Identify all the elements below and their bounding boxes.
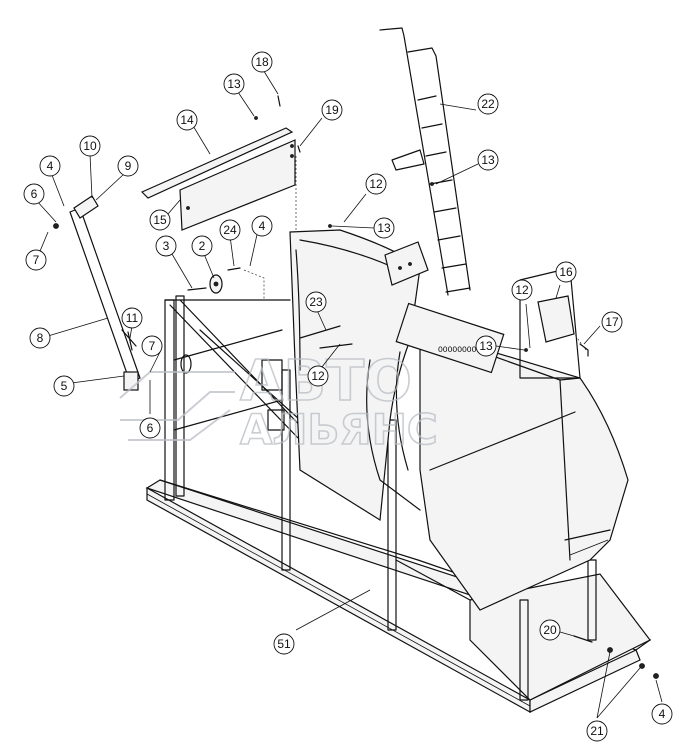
svg-text:13: 13 [481,153,495,167]
callout-12: 12 [365,173,387,195]
svg-text:13: 13 [479,339,493,353]
svg-text:OOOOOOOO: OOOOOOOO [438,346,477,355]
svg-text:13: 13 [227,77,241,91]
callout-3: 3 [155,235,177,257]
svg-text:23: 23 [309,295,323,309]
small-parts [127,95,659,679]
callout-6: 6 [139,417,161,439]
callout-16: 16 [555,261,577,283]
callout-13: 13 [475,335,497,357]
callout-11: 11 [121,307,143,329]
svg-text:9: 9 [125,159,132,173]
callout-2: 2 [191,235,213,257]
svg-text:4: 4 [47,159,54,173]
callout-4: 4 [251,215,273,237]
callout-12: 12 [307,365,329,387]
svg-text:7: 7 [149,339,156,353]
svg-text:12: 12 [515,283,529,297]
svg-text:18: 18 [255,55,269,69]
watermark-line2: АЛЬЯНС [240,405,438,454]
callout-5: 5 [53,375,75,397]
callout-24: 24 [219,219,241,241]
callout-18: 18 [251,51,273,73]
callout-17: 17 [601,311,623,333]
callout-4: 4 [651,703,673,725]
side-board [140,127,296,231]
svg-text:6: 6 [147,421,154,435]
callout-23: 23 [305,291,327,313]
svg-text:17: 17 [605,315,619,329]
callout-9: 9 [117,155,139,177]
svg-text:4: 4 [259,219,266,233]
svg-text:20: 20 [543,623,557,637]
svg-text:15: 15 [153,213,167,227]
callout-19: 19 [321,99,343,121]
svg-text:11: 11 [126,311,139,325]
callout-12: 12 [511,279,533,301]
callout-14: 14 [176,109,198,131]
svg-text:24: 24 [223,223,237,237]
callout-20: 20 [539,619,561,641]
base-frame [145,369,652,714]
svg-text:5: 5 [61,379,68,393]
svg-text:10: 10 [83,139,97,153]
callout-8: 8 [29,327,51,349]
svg-text:12: 12 [369,177,383,191]
svg-text:14: 14 [180,113,194,127]
svg-text:51: 51 [277,637,291,651]
svg-text:19: 19 [325,103,339,117]
svg-text:7: 7 [33,253,40,267]
callout-21: 21 [586,720,608,742]
svg-text:22: 22 [481,97,495,111]
watermark: АВТО АЛЬЯНС [119,348,439,455]
svg-text:21: 21 [590,724,604,738]
callout-51: 51 [273,633,295,655]
callout-13: 13 [477,149,499,171]
callout-10: 10 [79,135,101,157]
callout-22: 22 [477,93,499,115]
callout-13: 13 [373,217,395,239]
callout-15: 15 [149,209,171,231]
svg-text:12: 12 [311,369,325,383]
ladder [379,27,471,296]
callout-6: 6 [23,183,45,205]
svg-text:2: 2 [199,239,206,253]
svg-text:6: 6 [31,187,38,201]
svg-text:4: 4 [659,707,666,721]
callout-7: 7 [25,249,47,271]
handle-arm [53,195,141,391]
callout-13: 13 [223,73,245,95]
callout-7: 7 [141,335,163,357]
svg-text:13: 13 [377,221,391,235]
callout-4: 4 [39,155,61,177]
svg-text:3: 3 [163,239,170,253]
svg-text:8: 8 [37,331,44,345]
svg-text:16: 16 [559,265,573,279]
